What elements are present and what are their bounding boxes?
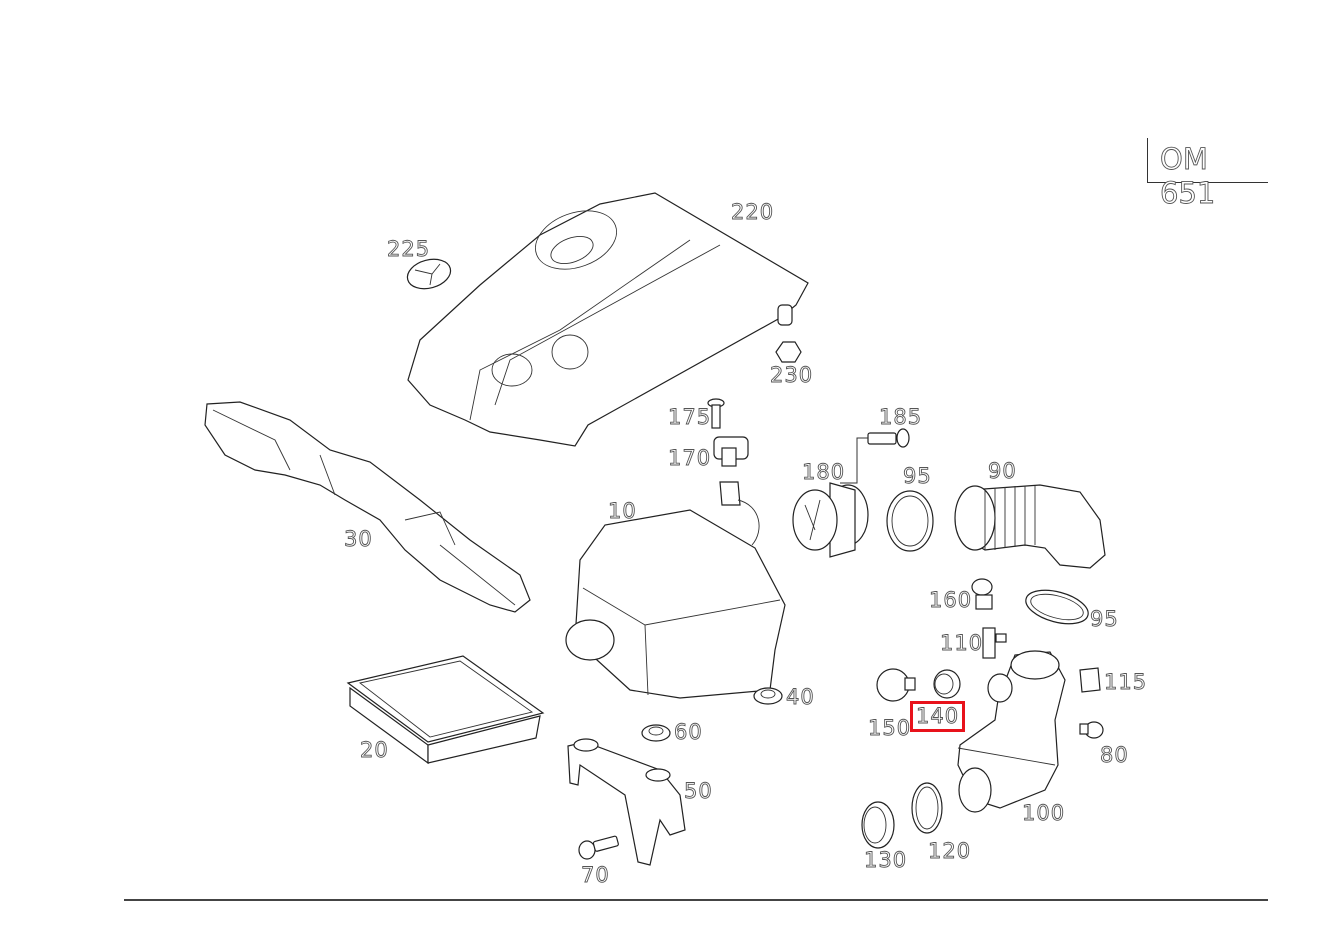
engine-cover-drawing[interactable]: [407, 192, 809, 447]
intake-hose-drawing[interactable]: [954, 484, 1106, 569]
part-label-150[interactable]: 150: [868, 716, 912, 740]
mounting-bracket-drawing[interactable]: [567, 738, 686, 866]
part-label-70[interactable]: 70: [581, 863, 610, 887]
part-label-175[interactable]: 175: [668, 405, 712, 429]
part-label-120[interactable]: 120: [928, 839, 972, 863]
part-label-230[interactable]: 230: [770, 363, 814, 387]
engine-model-label: OM 651: [1160, 142, 1216, 211]
part-label-90[interactable]: 90: [988, 459, 1017, 483]
part-label-115[interactable]: 115: [1104, 670, 1148, 694]
hose-clamp-150-drawing[interactable]: [876, 668, 916, 702]
part-label-40[interactable]: 40: [786, 685, 815, 709]
part-label-225[interactable]: 225: [387, 237, 431, 261]
intake-duct-drawing[interactable]: [204, 401, 531, 613]
rubber-grommet-40-drawing[interactable]: [753, 687, 783, 705]
part-label-20[interactable]: 20: [360, 738, 389, 762]
sensor-170-drawing[interactable]: [713, 436, 749, 467]
rubber-grommet-60-drawing[interactable]: [641, 724, 671, 742]
part-label-60[interactable]: 60: [674, 720, 703, 744]
part-label-130[interactable]: 130: [864, 848, 908, 872]
part-label-30[interactable]: 30: [344, 527, 373, 551]
retaining-clip-drawing[interactable]: [1079, 667, 1101, 693]
part-label-160[interactable]: 160: [929, 588, 973, 612]
star-emblem-drawing[interactable]: [404, 255, 454, 293]
part-label-95-upper[interactable]: 95: [903, 464, 932, 488]
part-label-10[interactable]: 10: [608, 499, 637, 523]
hose-clamp-120-drawing[interactable]: [911, 782, 943, 834]
cover-grommet-drawing[interactable]: [775, 341, 802, 363]
elbow-fitting-drawing[interactable]: [971, 578, 993, 610]
bolt-185-drawing[interactable]: [840, 428, 910, 484]
bolt-70-drawing[interactable]: [578, 835, 619, 860]
part-label-140-selected[interactable]: 140: [909, 701, 966, 732]
footer-divider: [124, 899, 1268, 901]
screw-175-drawing[interactable]: [707, 398, 725, 429]
screw-80-drawing[interactable]: [1079, 721, 1104, 739]
part-label-100[interactable]: 100: [1022, 801, 1066, 825]
part-label-180[interactable]: 180: [802, 460, 846, 484]
sealing-ring-130-drawing[interactable]: [861, 801, 895, 849]
air-mass-sensor-drawing[interactable]: [792, 482, 869, 558]
part-label-50[interactable]: 50: [684, 779, 713, 803]
part-label-80[interactable]: 80: [1100, 743, 1129, 767]
part-label-170[interactable]: 170: [668, 446, 712, 470]
air-filter-element-drawing[interactable]: [346, 655, 545, 765]
part-label-110[interactable]: 110: [940, 631, 984, 655]
sealing-ring-140-drawing[interactable]: [933, 669, 961, 699]
part-label-185[interactable]: 185: [879, 405, 923, 429]
hose-clamp-lower-drawing[interactable]: [1022, 584, 1092, 630]
part-label-95-lower[interactable]: 95: [1090, 607, 1119, 631]
air-filter-housing-drawing[interactable]: [565, 481, 786, 699]
engine-model-box: OM 651: [1147, 138, 1268, 210]
intake-pipe-drawing[interactable]: [957, 650, 1066, 813]
connector-valve-drawing[interactable]: [982, 627, 1007, 659]
hose-clamp-upper-drawing[interactable]: [886, 490, 934, 552]
part-label-220[interactable]: 220: [731, 200, 775, 224]
